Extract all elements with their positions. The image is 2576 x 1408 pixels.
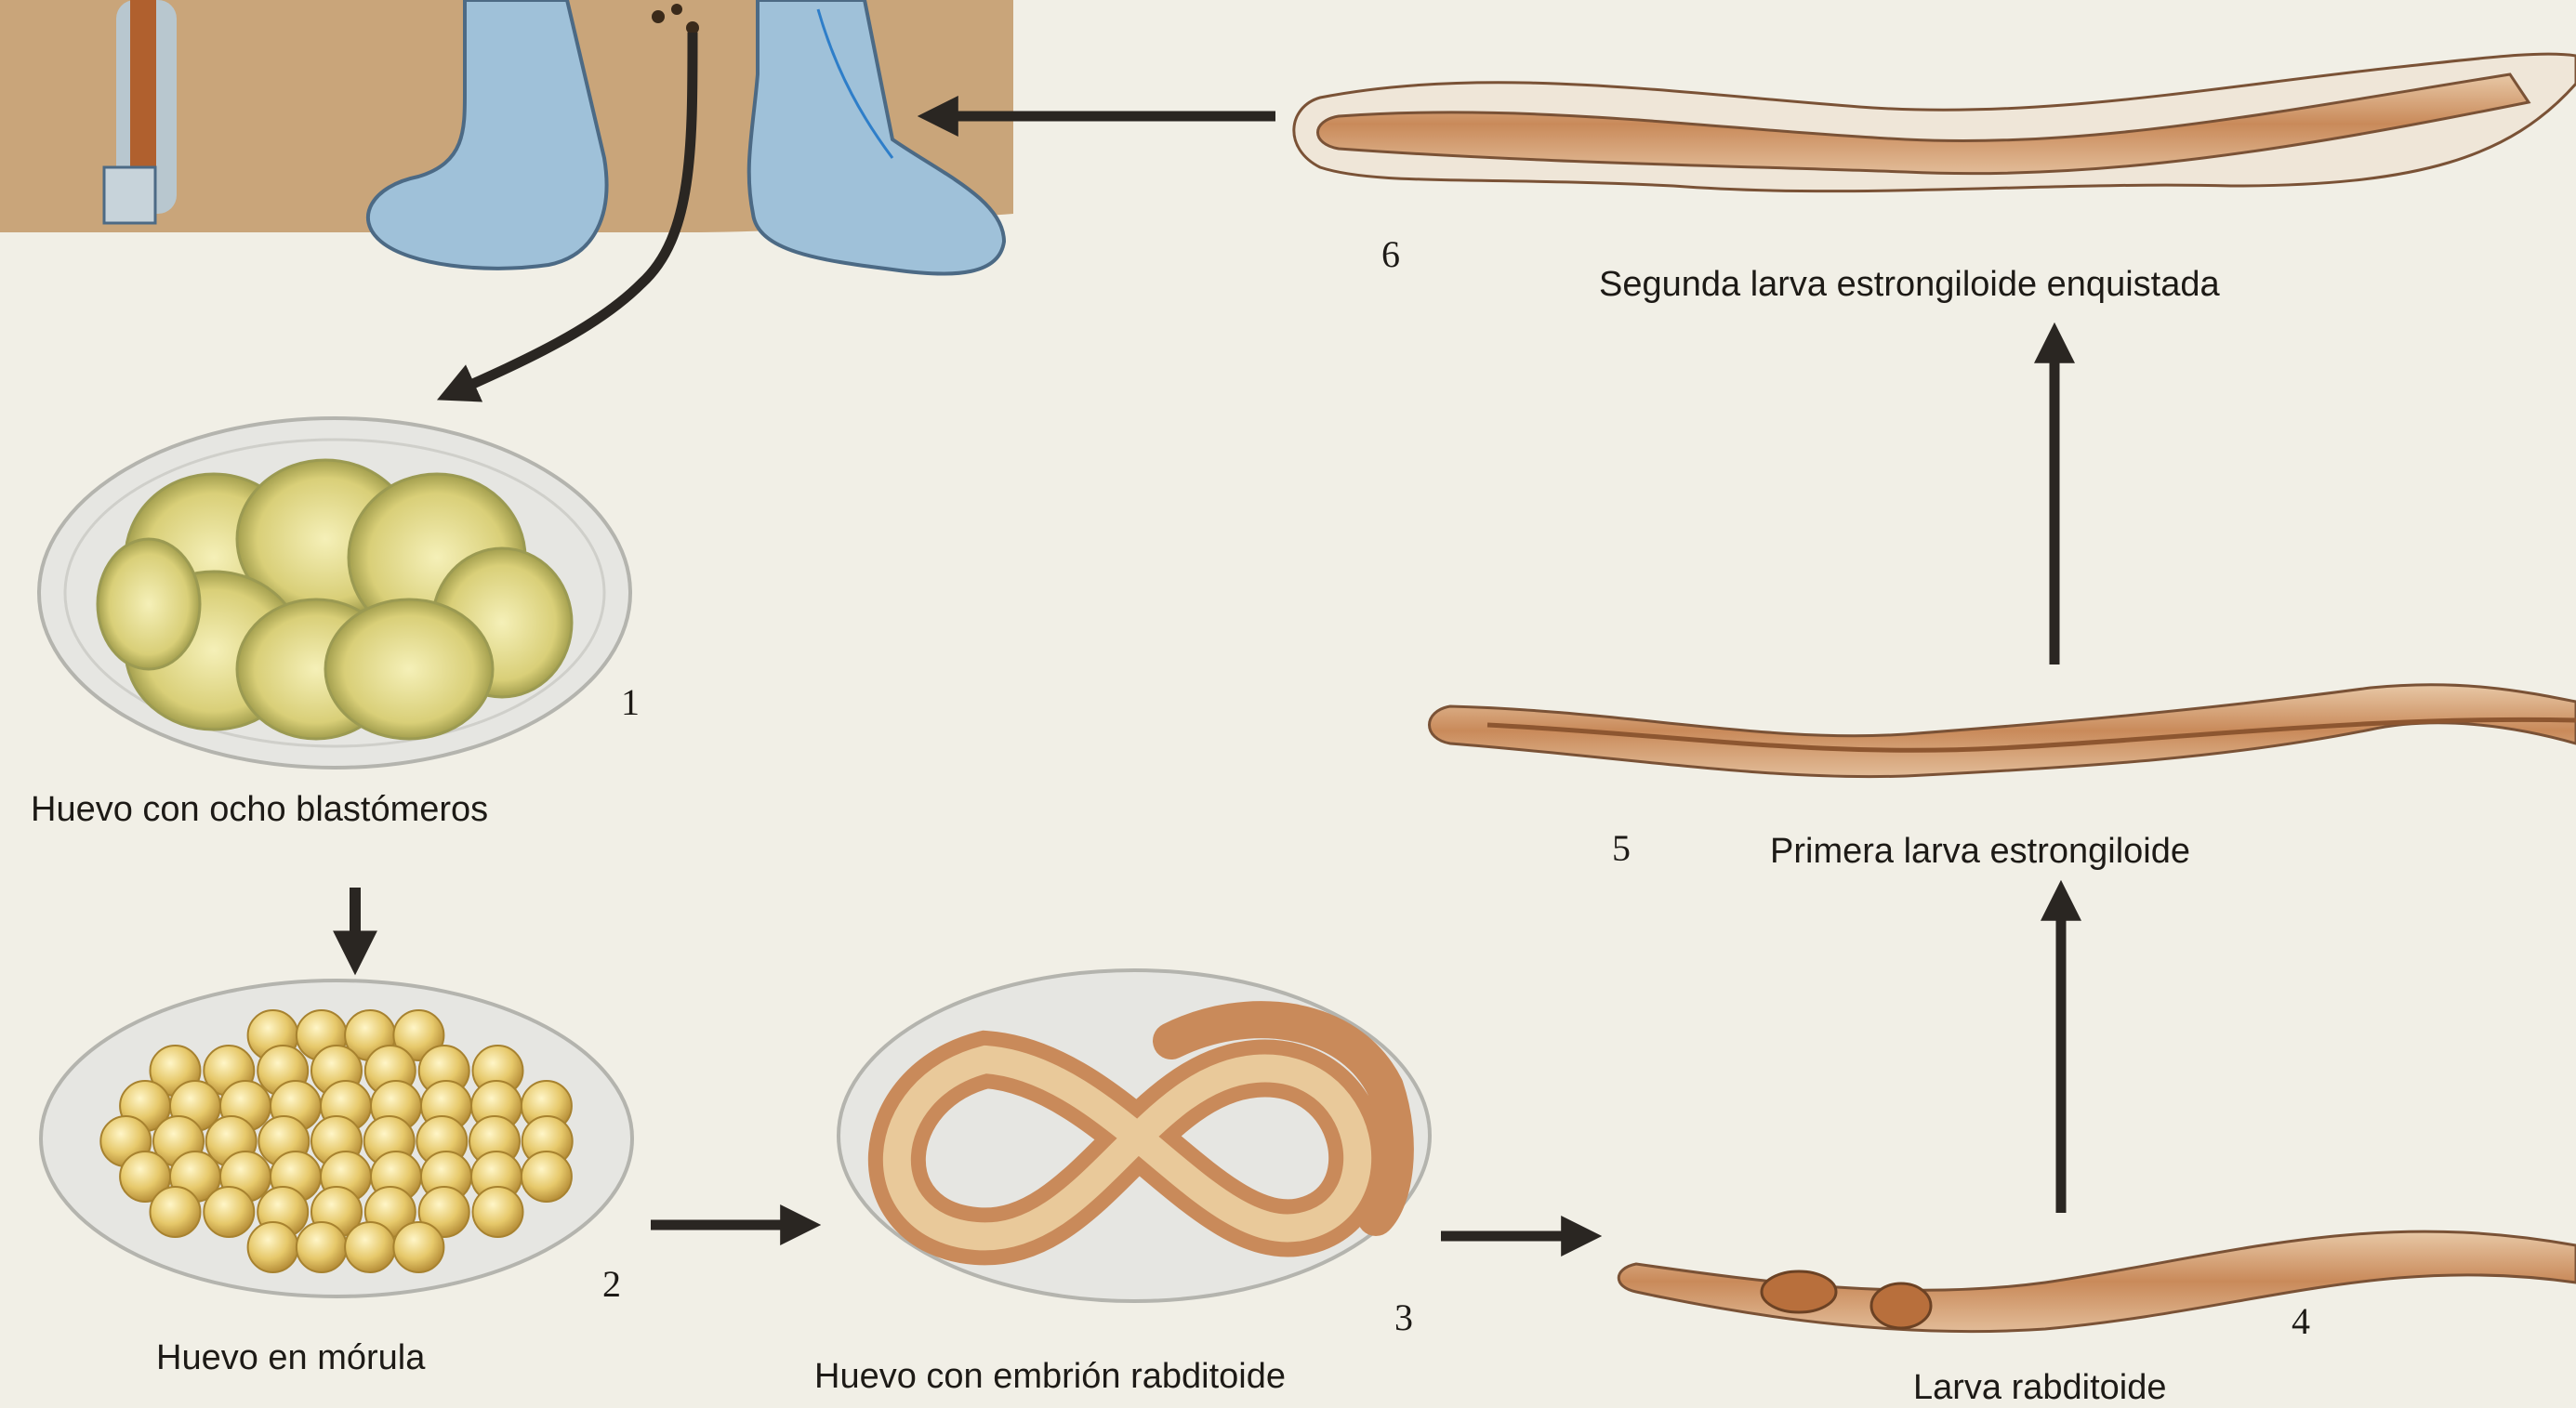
stage-number-1: 1 [621,680,640,724]
stage-number-5: 5 [1612,826,1631,870]
stage-label-3: Huevo con embrión rabditoide [814,1357,1286,1397]
morula-cell [204,1187,254,1237]
morula-cell [151,1187,201,1237]
egg-dot [671,4,682,15]
morula-cell [522,1151,572,1202]
tool-tip [104,167,155,223]
blastomere-cluster [98,460,572,739]
egg-dot [686,21,699,34]
egg-dot [652,10,665,23]
stage-number-3: 3 [1394,1296,1413,1339]
egg-morula [41,980,632,1296]
stage-label-4: Larva rabditoide [1913,1368,2167,1408]
stage-number-6: 6 [1381,232,1400,276]
egg-eight-blastomeres [39,418,630,768]
morula-cell [393,1222,443,1272]
tool-handle-inner [130,0,156,177]
larva-rhabditoid [1618,1231,2576,1331]
stage-label-5: Primera larva estrongiloide [1770,832,2190,872]
infection-scene-illustration [0,0,1013,274]
morula-cell [297,1222,347,1272]
egg-rhabditoid-embryo [839,970,1430,1301]
larva-second-strongyloid-encysted [1294,54,2576,191]
morula-cell [345,1222,395,1272]
morula-cell [248,1222,298,1272]
stage-label-6: Segunda larva estrongiloide enquistada [1599,265,2220,305]
morula-cell [473,1187,523,1237]
morula-cells [100,1010,572,1272]
stage-number-2: 2 [602,1262,621,1306]
stage-label-1: Huevo con ocho blastómeros [31,790,488,830]
stage-number-4: 4 [2292,1299,2310,1343]
stage-label-2: Huevo en mórula [156,1338,425,1378]
larva-first-strongyloid [1430,685,2576,777]
